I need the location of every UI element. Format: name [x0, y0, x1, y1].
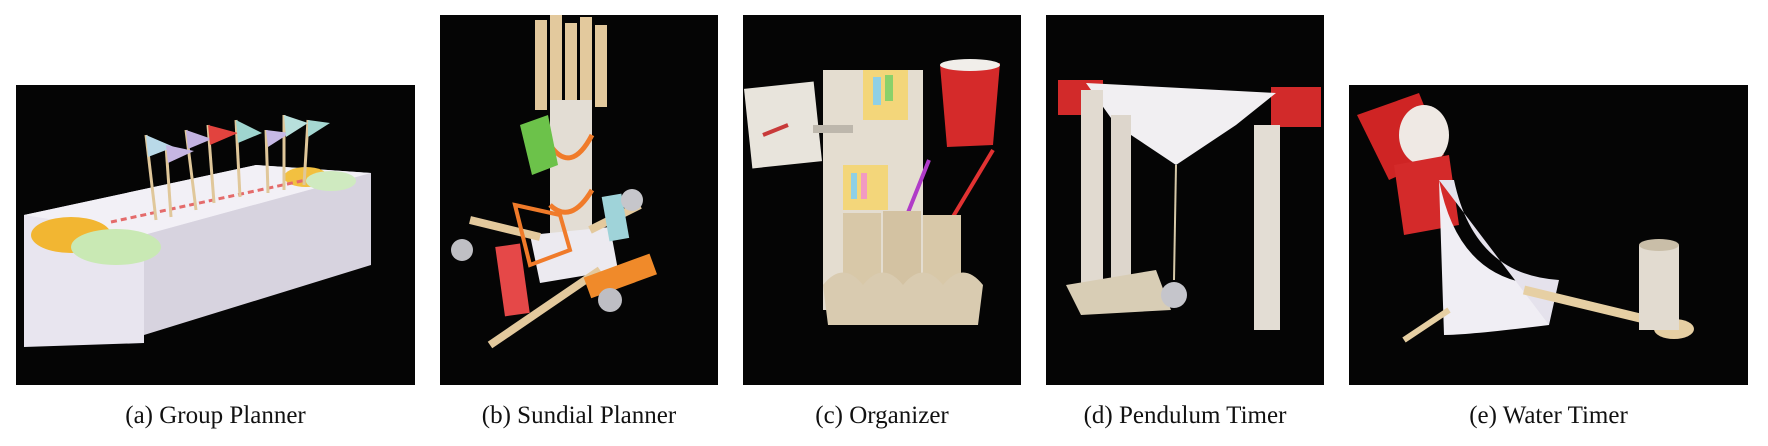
photo-pendulum-timer [1046, 15, 1324, 385]
photo-water-timer [1349, 85, 1748, 385]
caption-organizer: (c) Organizer [815, 402, 949, 429]
caption-sundial-planner: (b) Sundial Planner [481, 402, 677, 429]
photo-sundial-planner [440, 15, 718, 385]
caption-pendulum-timer: (d) Pendulum Timer [1083, 402, 1287, 429]
caption-group-planner: (a) Group Planner [125, 402, 306, 429]
photo-group-planner [16, 85, 415, 385]
caption-water-timer: (e) Water Timer [1469, 402, 1628, 429]
photo-organizer [743, 15, 1021, 385]
